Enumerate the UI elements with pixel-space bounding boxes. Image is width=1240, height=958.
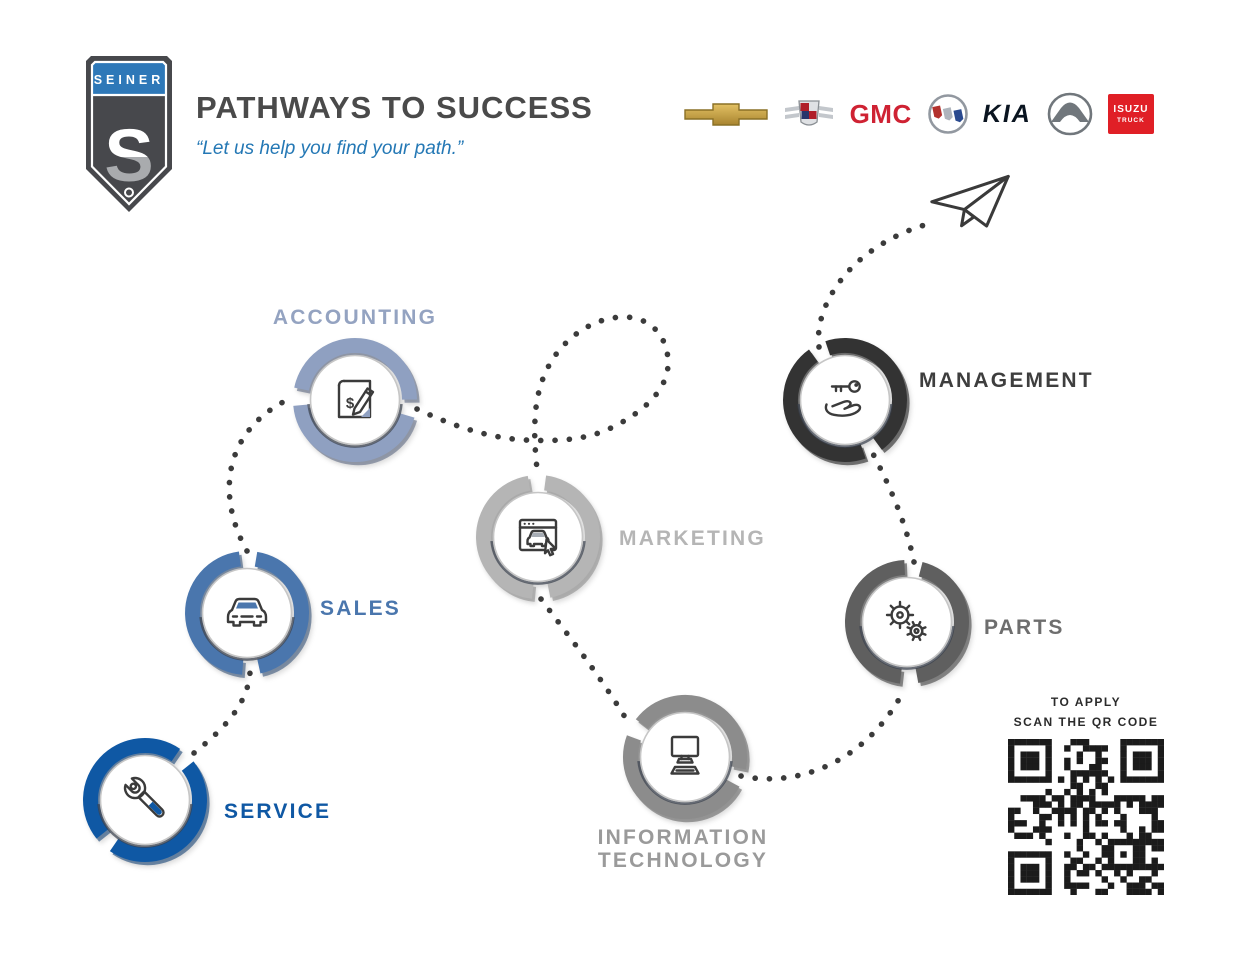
browser-car-cursor-icon (518, 518, 558, 557)
cadillac-logo (784, 100, 833, 126)
gmc-logo: GMC (849, 98, 912, 129)
trail-service-to-sales (191, 658, 253, 756)
label-accounting: ACCOUNTING (272, 306, 438, 329)
management-ring (783, 338, 910, 466)
apply-section: TO APPLY SCAN THE QR CODE (990, 695, 1182, 895)
svg-text:$: $ (346, 395, 355, 412)
qr-code (1008, 739, 1164, 895)
label-sales: SALES (320, 597, 402, 620)
mazda-logo (1047, 92, 1093, 136)
hand-key-icon (824, 380, 862, 417)
label-service: SERVICE (224, 800, 332, 823)
label-parts: PARTS (984, 616, 1065, 639)
apply-line-2: SCAN THE QR CODE (1013, 715, 1159, 729)
label-management: MANAGEMENT (919, 369, 1094, 392)
gears-icon (885, 600, 927, 642)
accounting-ledger-pen-icon: $ (337, 379, 375, 419)
node-information-technology (615, 687, 755, 827)
computer-icon (670, 735, 700, 775)
node-management (775, 330, 915, 470)
marketing-ring (476, 475, 603, 602)
apply-line-1: TO APPLY (1050, 695, 1122, 709)
label-information-technology: INFORMATION TECHNOLOGY (597, 826, 769, 872)
shield-brand-text: SEINER (94, 73, 165, 87)
node-marketing (468, 467, 608, 607)
car-icon (226, 597, 268, 627)
label-marketing: MARKETING (619, 527, 766, 550)
seiner-shield-logo: SEINER S (86, 56, 172, 212)
buick-logo (927, 94, 968, 134)
node-accounting: $ (285, 330, 425, 470)
trail-sales-to-accounting (226, 395, 294, 554)
node-service (75, 730, 215, 870)
trail-accounting-loop-to-marketing (414, 314, 671, 473)
trail-parts-to-management (868, 447, 917, 565)
tagline: “Let us help you find your path.” (196, 138, 464, 159)
trail-management-to-airplane (815, 221, 931, 350)
brand-logos-row: GMC KIA ISUZU TRUCK (684, 90, 1154, 138)
wrench-icon (123, 776, 165, 818)
service-ring (83, 738, 210, 866)
shield-monogram: S (104, 114, 153, 197)
shield-blue-band (92, 62, 166, 95)
trail-marketing-to-it (538, 596, 634, 730)
node-sales (177, 543, 317, 683)
isuzu-logo: ISUZU TRUCK (1107, 94, 1154, 134)
sales-ring (185, 551, 312, 679)
page-title: PATHWAYS TO SUCCESS (196, 90, 593, 125)
accounting-ring (293, 337, 420, 466)
node-parts (837, 552, 977, 692)
paper-airplane-icon (930, 174, 1010, 228)
trail-it-to-parts (738, 689, 906, 782)
chevrolet-logo (684, 103, 768, 126)
shield-dot (124, 187, 134, 198)
